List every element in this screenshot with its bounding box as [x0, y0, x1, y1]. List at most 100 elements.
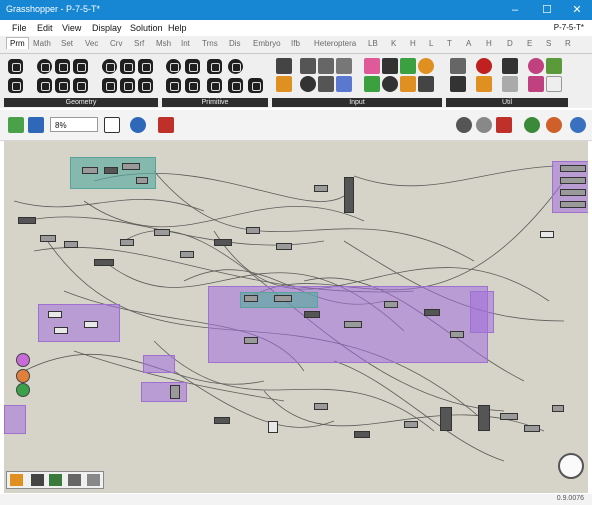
- md-slider-icon[interactable]: [364, 76, 380, 92]
- component-node[interactable]: [354, 431, 370, 438]
- display-globe-icon[interactable]: [570, 117, 586, 133]
- tab-trns[interactable]: Trns: [202, 39, 218, 48]
- gradient-icon[interactable]: [364, 58, 380, 74]
- minimize-button[interactable]: –: [511, 4, 519, 16]
- component-node[interactable]: [246, 227, 260, 234]
- tab-int[interactable]: Int: [181, 39, 190, 48]
- component-node[interactable]: [180, 251, 194, 258]
- tab-crv[interactable]: Crv: [110, 39, 123, 48]
- component-node[interactable]: [64, 241, 78, 248]
- preview-mode-icon[interactable]: [456, 117, 472, 133]
- value-list-icon[interactable]: [336, 58, 352, 74]
- component-node[interactable]: [304, 311, 320, 318]
- curve-icon[interactable]: [55, 59, 70, 74]
- tab-r[interactable]: R: [565, 39, 571, 48]
- tab-h[interactable]: H: [410, 39, 416, 48]
- tab-math[interactable]: Math: [33, 39, 51, 48]
- component-node[interactable]: [344, 177, 354, 213]
- boolean-icon[interactable]: [166, 59, 181, 74]
- colour-wheel-icon[interactable]: [418, 58, 434, 74]
- shaded-icon[interactable]: [496, 117, 512, 133]
- zoom-level-field[interactable]: 8%: [50, 117, 98, 132]
- button-icon[interactable]: [300, 58, 316, 74]
- menu-help[interactable]: Help: [168, 23, 187, 33]
- component-node[interactable]: [154, 229, 170, 236]
- component-node[interactable]: [244, 295, 258, 302]
- component-node[interactable]: [40, 235, 56, 242]
- component-node[interactable]: [82, 167, 98, 174]
- path-icon[interactable]: [207, 78, 222, 93]
- menu-display[interactable]: Display: [92, 23, 122, 33]
- tab-l[interactable]: L: [429, 39, 434, 48]
- vector-icon[interactable]: [102, 78, 117, 93]
- tab-heteroptera[interactable]: Heteroptera: [314, 39, 357, 48]
- component-node[interactable]: [404, 421, 418, 428]
- integer-icon[interactable]: [185, 59, 200, 74]
- component-node[interactable]: [560, 189, 586, 196]
- component-node[interactable]: [478, 405, 490, 431]
- component-node[interactable]: [560, 177, 586, 184]
- jump-icon[interactable]: [476, 76, 492, 92]
- menu-edit[interactable]: Edit: [37, 23, 53, 33]
- component-node[interactable]: [136, 177, 148, 184]
- function-icon[interactable]: [546, 76, 562, 92]
- component-node[interactable]: [120, 239, 134, 246]
- tab-d[interactable]: D: [507, 39, 513, 48]
- plane-icon[interactable]: [37, 78, 52, 93]
- mesh-settings-icon[interactable]: [524, 117, 540, 133]
- text-icon[interactable]: [185, 78, 200, 93]
- data-icon[interactable]: [228, 78, 243, 93]
- zoom-extents-icon[interactable]: [104, 117, 120, 133]
- group-left-bottom[interactable]: [141, 382, 187, 402]
- tab-h2[interactable]: H: [486, 39, 492, 48]
- tab-a[interactable]: A: [466, 39, 472, 48]
- component-node[interactable]: [54, 327, 68, 334]
- colour-picker-icon[interactable]: [400, 58, 416, 74]
- component-node[interactable]: [440, 407, 452, 431]
- panel-component-icon[interactable]: [276, 76, 292, 92]
- tab-set[interactable]: Set: [61, 39, 74, 48]
- menu-file[interactable]: File: [12, 23, 27, 33]
- number-icon[interactable]: [207, 59, 222, 74]
- save-icon[interactable]: [28, 117, 44, 133]
- component-node[interactable]: [84, 321, 98, 328]
- cherry-icon[interactable]: [476, 58, 492, 74]
- component-node[interactable]: [214, 239, 232, 246]
- domain-icon[interactable]: [166, 78, 181, 93]
- twisted-box-icon[interactable]: [120, 78, 135, 93]
- mesh-icon[interactable]: [120, 59, 135, 74]
- param-circle[interactable]: [16, 383, 30, 397]
- navigation-compass-icon[interactable]: [558, 453, 584, 479]
- tab-msh[interactable]: Msh: [156, 39, 172, 48]
- compass-widget-icon[interactable]: [68, 474, 81, 486]
- menu-solution[interactable]: Solution: [130, 23, 163, 33]
- component-node[interactable]: [244, 337, 258, 344]
- menu-view[interactable]: View: [62, 23, 82, 33]
- component-node[interactable]: [94, 259, 114, 266]
- component-node[interactable]: [314, 185, 328, 192]
- arrow-outline-icon[interactable]: [502, 76, 518, 92]
- boolean-toggle-icon[interactable]: [276, 58, 292, 74]
- component-node[interactable]: [500, 413, 518, 420]
- brep-icon[interactable]: [138, 78, 153, 93]
- group-left-params[interactable]: [38, 304, 120, 342]
- component-node[interactable]: [314, 403, 328, 410]
- markov-widget-icon[interactable]: [87, 474, 100, 486]
- tab-t[interactable]: T: [447, 39, 452, 48]
- profiler-icon[interactable]: [49, 474, 62, 486]
- field-icon[interactable]: [73, 59, 88, 74]
- box-icon[interactable]: [8, 59, 23, 74]
- slider-icon[interactable]: [318, 58, 334, 74]
- close-button[interactable]: ✕: [572, 4, 582, 16]
- tab-e[interactable]: E: [527, 39, 533, 48]
- component-node[interactable]: [276, 243, 292, 250]
- download-icon[interactable]: [31, 474, 44, 486]
- component-node[interactable]: [170, 385, 180, 399]
- component-node[interactable]: [552, 405, 564, 412]
- tab-ifb[interactable]: Ifb: [291, 39, 300, 48]
- component-node[interactable]: [560, 201, 586, 208]
- component-node[interactable]: [268, 421, 278, 433]
- component-node[interactable]: [540, 231, 554, 238]
- cluster-icon[interactable]: [450, 58, 466, 74]
- maximize-button[interactable]: ☐: [542, 4, 552, 16]
